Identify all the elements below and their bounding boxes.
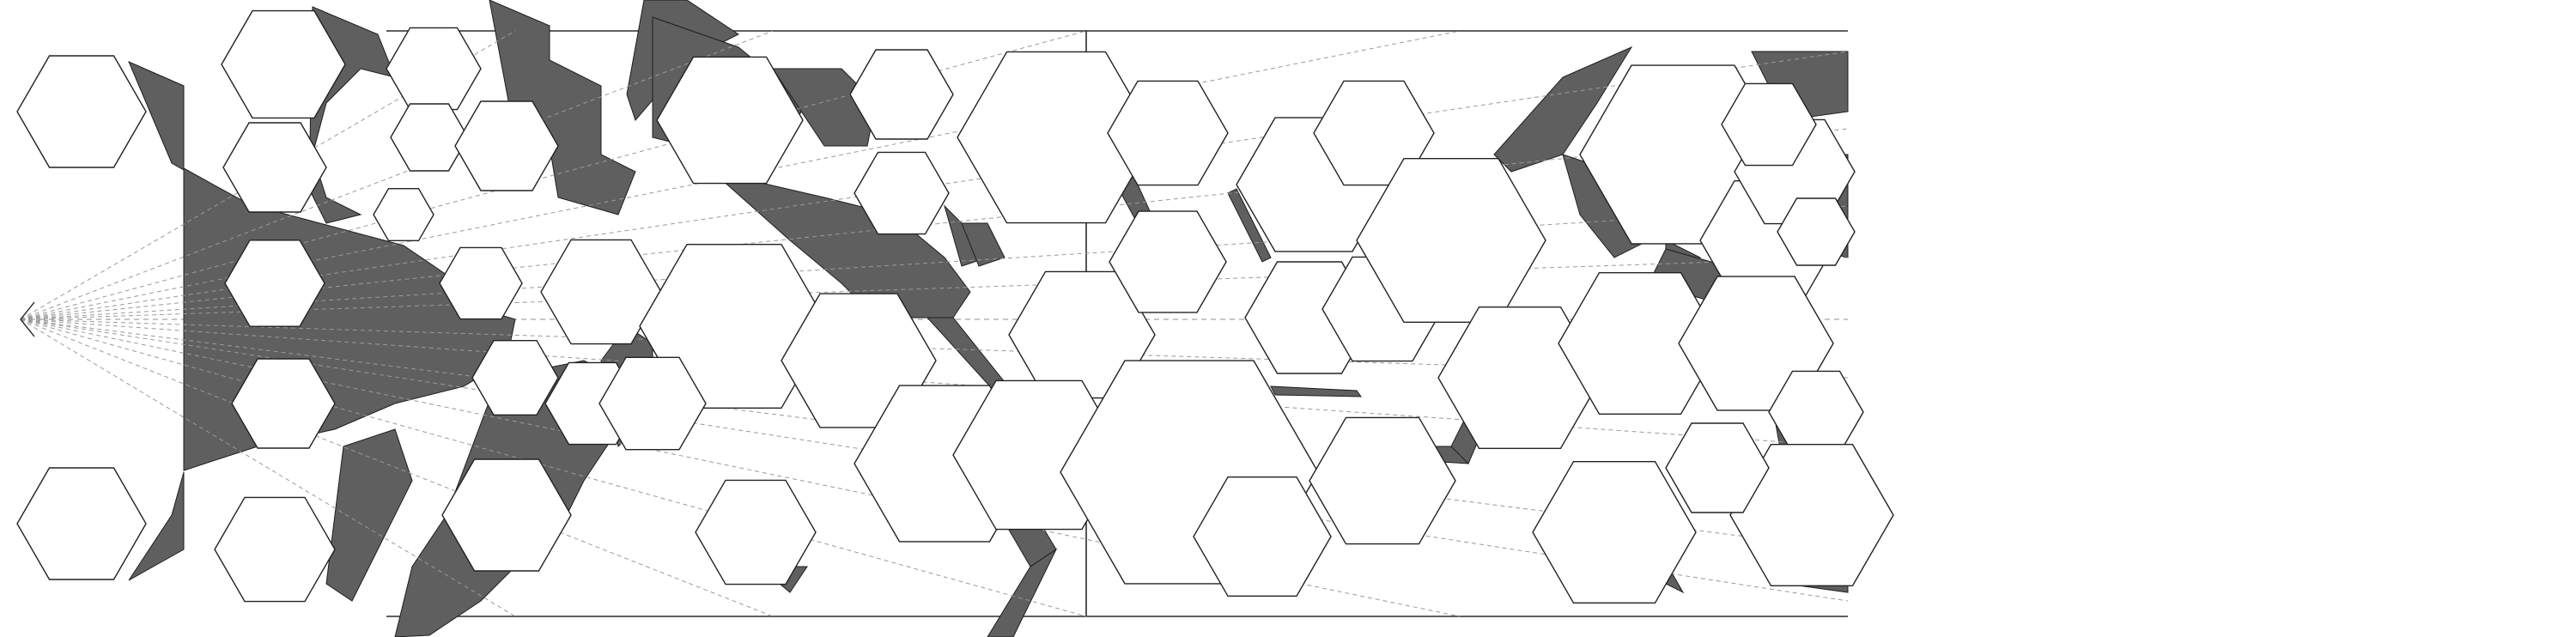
perspective-guide-line [20,318,774,617]
hexagon-face [854,151,950,235]
hexagon-face [656,56,804,185]
hexagon-faces [16,9,1894,604]
hexagon-face [214,496,336,603]
shade-center-5 [987,548,1058,637]
hexagon-face [231,358,336,449]
shade-left-bottom [128,471,185,581]
hexagon-face [439,246,523,320]
hexagon-face [1107,80,1229,186]
shade-lower-left-2 [325,428,413,602]
hexagon-face [639,244,829,409]
shade-left-top [128,61,185,171]
perspective-guide-line [20,318,1087,617]
hexagon-face [16,55,147,168]
hexagon-face [454,100,559,191]
hexagon-face [1729,444,1894,586]
hexagon-face [1309,416,1456,545]
hexagon-face [1109,210,1227,313]
shade-right-1 [1493,46,1633,173]
perspective-guide-line [20,205,1849,320]
hexagon-face [16,467,147,580]
hexagon-face [1558,272,1722,415]
hexagon-face [222,122,327,213]
hexagon-face [1532,461,1697,604]
hexagon-face [540,239,662,345]
perspective-guide-line [20,30,774,320]
perspective-guide-line [20,318,1849,602]
hexagon-face [224,240,325,327]
hexagon-face [1721,82,1817,167]
shade-center-7 [1270,385,1362,397]
perspective-guide-line [20,318,516,617]
hexagon-face [598,356,707,451]
hexagon-face [957,51,1156,224]
hexagon-face [390,103,469,172]
perspective-guide-line [20,30,1461,320]
shade-mid-1 [712,171,971,318]
hexagon-face [849,49,954,140]
hexagon-face [441,458,572,572]
hexagon-face [221,9,346,119]
hexagon-face [386,27,482,111]
hexagon-face [695,479,817,585]
hexagon-face [373,187,434,241]
hexagon-face [1193,476,1332,597]
hexagon-face [1777,197,1856,266]
perspective-guide-line [20,257,1849,320]
shade-center-6 [1227,188,1272,263]
perspective-guide-line [20,128,1849,320]
hexagon-face [471,340,559,416]
shade-center-4 [961,222,1005,267]
hexagon-face [1665,422,1770,513]
vanishing-point-marker [20,301,35,337]
